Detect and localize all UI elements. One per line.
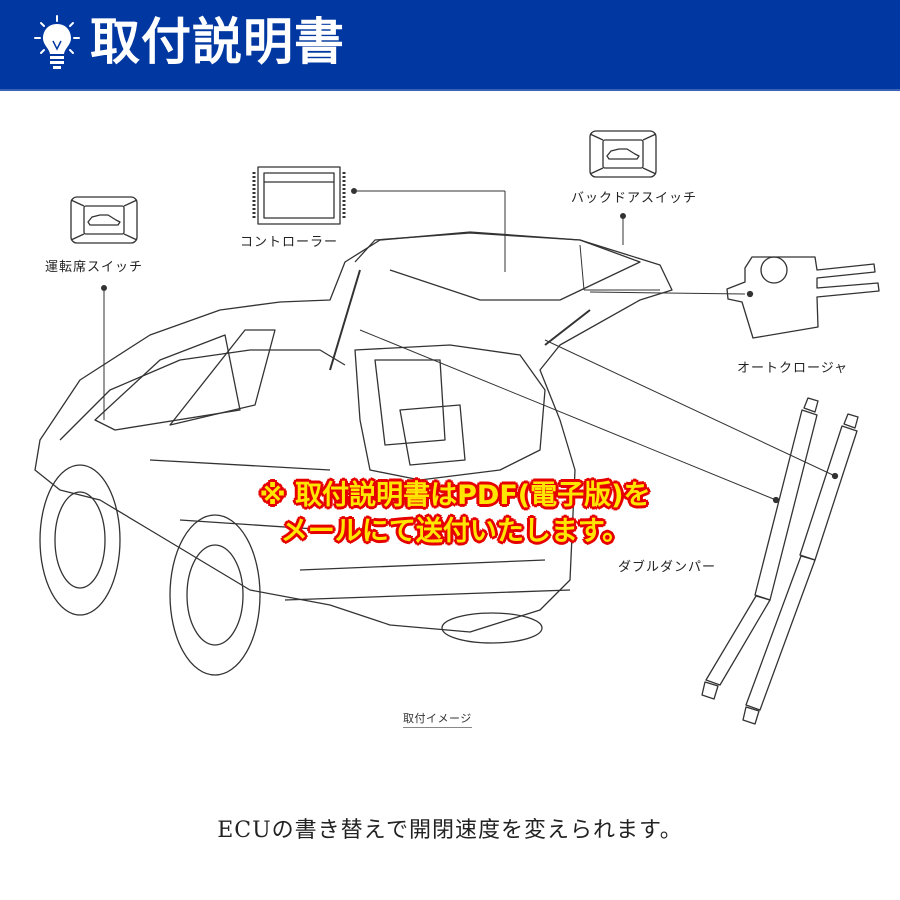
label-double-damper: ダブルダンパー — [618, 560, 717, 575]
footer-description: ECUの書き替えで開閉速度を変えられます。 — [217, 818, 683, 843]
driver-switch-icon — [70, 196, 138, 244]
controller-icon — [252, 166, 346, 225]
header-banner: 取付説明書 — [0, 0, 900, 91]
lightbulb-icon — [34, 15, 80, 69]
diagram-caption: 取付イメージ — [403, 710, 472, 728]
notice-line-1: ※ 取付説明書はPDF(電子版)を — [259, 480, 651, 511]
auto-closer-icon — [726, 256, 880, 339]
installation-diagram: 運転席スイッチ コントローラー バックドアスイッチ オートクロージャ ダブルダン… — [0, 91, 900, 761]
label-driver-switch: 運転席スイッチ — [45, 260, 144, 275]
pdf-manual-notice: ※ 取付説明書はPDF(電子版)を メールにて送付いたします。 — [205, 478, 705, 550]
back-door-switch-icon — [589, 130, 657, 178]
leader-lines — [101, 188, 836, 501]
car-body — [34, 231, 673, 676]
label-auto-closer: オートクロージャ — [737, 361, 849, 376]
notice-line-2: メールにて送付いたします。 — [280, 516, 630, 547]
page-title: 取付説明書 — [90, 13, 345, 71]
label-controller: コントローラー — [240, 235, 339, 250]
label-back-door-switch: バックドアスイッチ — [571, 191, 698, 206]
car-line-drawing — [34, 130, 880, 725]
double-damper-icon — [701, 397, 859, 725]
